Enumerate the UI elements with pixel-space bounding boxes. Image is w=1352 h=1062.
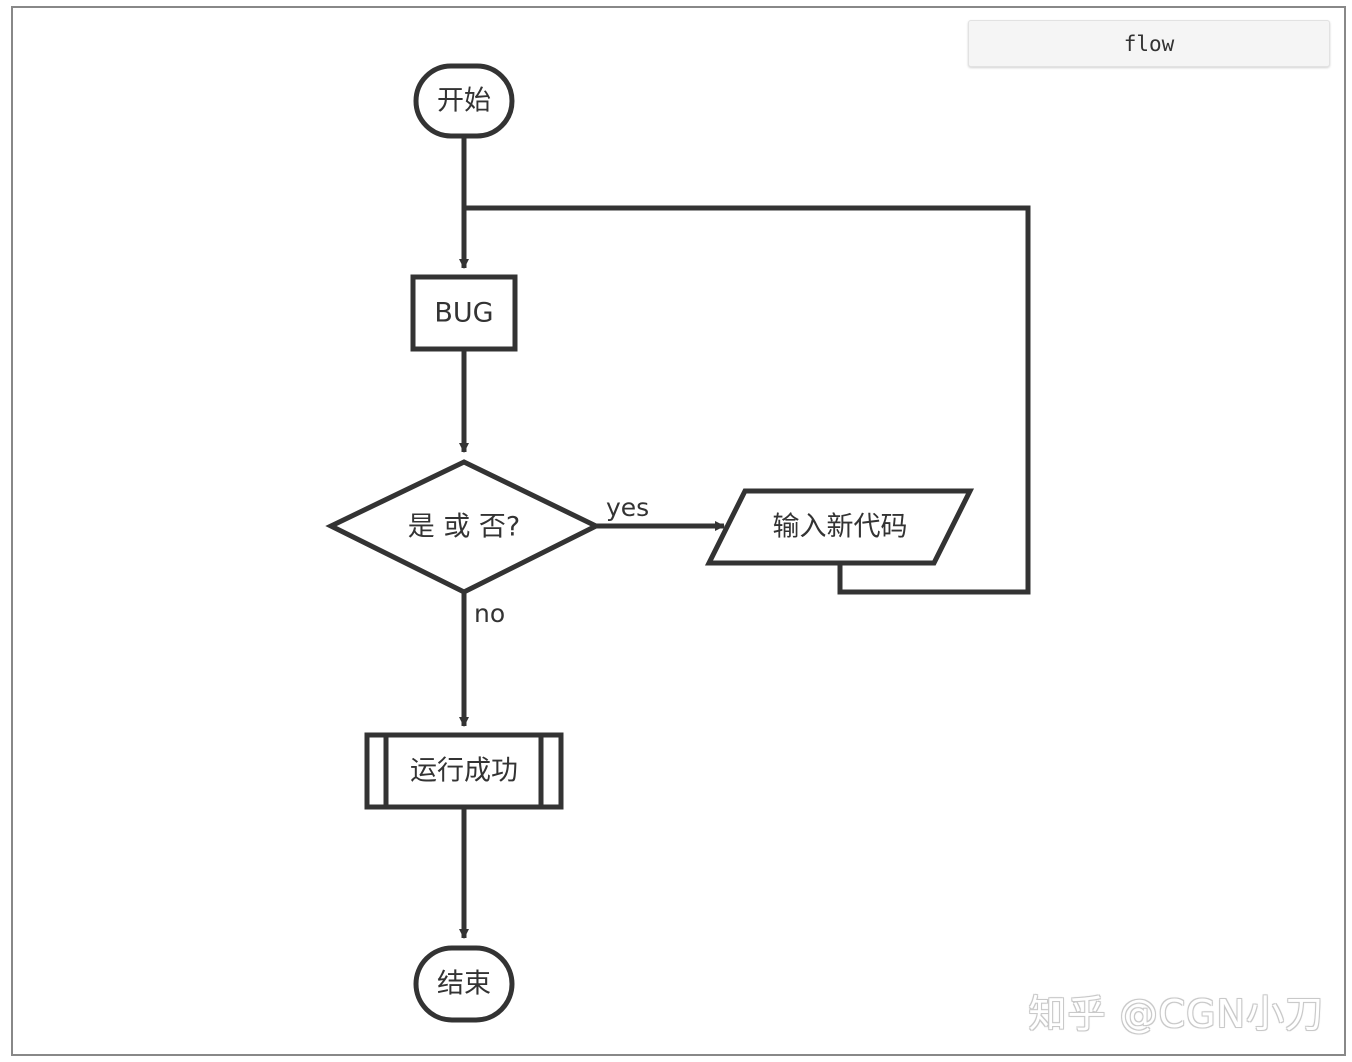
bug-label: BUG bbox=[434, 298, 493, 329]
start-label: 开始 bbox=[437, 86, 491, 117]
bug-process-box bbox=[410, 274, 518, 352]
end-label: 结束 bbox=[437, 969, 491, 1000]
yes-edge-label: yes bbox=[606, 493, 649, 522]
success-label: 运行成功 bbox=[410, 756, 518, 787]
zhihu-watermark: 知乎 @CGN小刀 bbox=[1028, 991, 1324, 1036]
decision-label: 是 或 否? bbox=[408, 512, 521, 543]
no-edge-label: no bbox=[474, 599, 505, 628]
end-terminal bbox=[413, 945, 515, 1023]
input-label: 输入新代码 bbox=[773, 512, 908, 543]
start-terminal bbox=[413, 63, 515, 139]
input-parallelogram bbox=[704, 488, 975, 566]
code-language-tag: flow bbox=[968, 20, 1330, 67]
edge-input-loop-to-bug bbox=[464, 205, 1031, 595]
diagram-frame bbox=[11, 6, 1346, 1056]
decision-diamond bbox=[325, 459, 602, 595]
success-subroutine-box bbox=[364, 732, 564, 810]
